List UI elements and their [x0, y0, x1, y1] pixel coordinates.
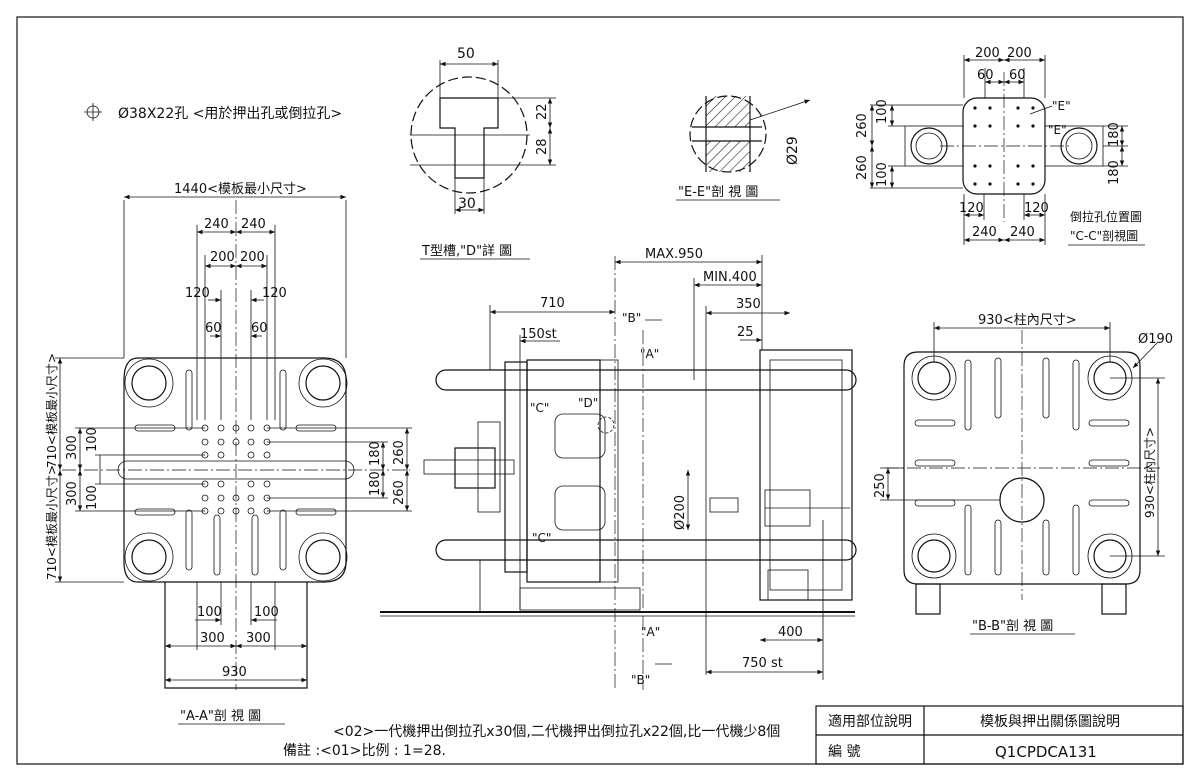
- legend-text: Ø38X22孔 <用於押出孔或倒拉孔>: [118, 106, 342, 122]
- side-label-d: "D": [578, 396, 598, 410]
- aa-dim-180b: 180: [368, 471, 383, 496]
- ee-dim-29: Ø29: [785, 136, 801, 165]
- aa-section: 1440<模板最小尺寸> 240 240 200 200 120 120 60 …: [45, 182, 412, 725]
- side-dim-710: 710: [540, 296, 565, 311]
- side-label-c-bot: "C": [532, 531, 551, 545]
- bb-dim-d190: Ø190: [1138, 332, 1173, 347]
- tslot-dim-22: 22: [535, 103, 550, 120]
- bb-dim-250: 250: [873, 473, 888, 498]
- aa-dim-930: 930: [222, 665, 247, 680]
- cc-dim-180a: 180: [1107, 122, 1122, 147]
- aa-dim-100a: 100: [85, 427, 100, 452]
- cc-dim-120b: 120: [1024, 201, 1049, 216]
- legend: Ø38X22孔 <用於押出孔或倒拉孔>: [84, 103, 342, 122]
- aa-dim-b100b: 100: [254, 605, 279, 620]
- cc-dim-100b: 100: [875, 162, 890, 187]
- bb-section: 930<柱內尺寸> Ø190 930<柱內尺寸> 250 "B-B"剖 視 圖: [873, 313, 1173, 635]
- title-value-scope: 模板與押出關係圖說明: [980, 713, 1120, 730]
- tslot-dim-50: 50: [457, 46, 475, 62]
- ee-caption: "E-E"剖 視 圖: [678, 185, 758, 200]
- title-label-number: 編 號: [828, 744, 860, 760]
- cc-dim-240a: 240: [972, 225, 997, 240]
- ee-section: Ø29 "E-E"剖 視 圖: [676, 95, 811, 201]
- aa-dim-60a: 60: [205, 321, 222, 336]
- bb-dim-top-930: 930<柱內尺寸>: [978, 313, 1077, 328]
- cc-label-e1: "E": [1052, 99, 1071, 113]
- side-label-b-top: "B": [622, 311, 641, 325]
- title-block: 適用部位說明 模板與押出關係圖說明 編 號 Q1CPDCA131: [815, 705, 1184, 765]
- side-label-a-bot: "A": [641, 625, 660, 639]
- bb-dim-right-930: 930<柱內尺寸>: [1142, 427, 1157, 518]
- aa-dim-240b: 240: [241, 217, 266, 232]
- note-line-1: <02>一代機押出倒拉孔x30個,二代機押出倒拉孔x22個,比一代機少8個: [333, 724, 780, 740]
- side-dim-25: 25: [737, 325, 754, 340]
- aa-dim-260a: 260: [392, 440, 407, 465]
- cc-caption-1: 倒拉孔位置圖: [1070, 209, 1142, 224]
- cc-label-e2: "E": [1048, 123, 1067, 137]
- aa-dim-100b: 100: [85, 485, 100, 510]
- cc-dim-60a: 60: [977, 68, 994, 83]
- aa-dim-180a: 180: [368, 441, 383, 466]
- cc-dim-240b: 240: [1010, 225, 1035, 240]
- cc-section: 200 200 60 60 260 100 260 100 180 180 "E…: [855, 46, 1145, 246]
- aa-dim-1440: 1440<模板最小尺寸>: [174, 182, 307, 197]
- aa-dim-710b: 710<模板最小尺寸>: [45, 465, 59, 580]
- cc-dim-260a: 260: [855, 113, 870, 138]
- t-slot-detail: 50 30 22 28 T型槽,"D"詳 圖: [410, 46, 556, 260]
- side-dim-400: 400: [778, 625, 803, 640]
- cc-dim-120a: 120: [959, 201, 984, 216]
- aa-dim-b300b: 300: [246, 631, 271, 646]
- aa-caption: "A-A"剖 視 圖: [180, 709, 261, 724]
- tslot-dim-28: 28: [535, 138, 550, 155]
- bb-caption: "B-B"剖 視 圖: [972, 619, 1053, 634]
- aa-dim-200b: 200: [240, 250, 265, 265]
- cc-dim-60b: 60: [1009, 68, 1026, 83]
- aa-dim-260b: 260: [392, 480, 407, 505]
- sheet-border: [16, 16, 1184, 765]
- aa-dim-710a: 710<模板最小尺寸>: [45, 353, 59, 468]
- side-dim-350: 350: [736, 297, 761, 312]
- tslot-caption: T型槽,"D"詳 圖: [421, 243, 512, 259]
- aa-dim-60b: 60: [251, 321, 268, 336]
- note-line-2: 備註 :<01>比例 : 1=28.: [283, 743, 446, 759]
- side-label-c-top: "C": [530, 401, 549, 415]
- side-dim-d200: Ø200: [673, 495, 688, 530]
- cc-caption-2: "C-C"剖視圖: [1070, 228, 1138, 243]
- side-dim-150st: 150st: [520, 327, 557, 342]
- aa-dim-300a: 300: [65, 435, 80, 460]
- cc-dim-260b: 260: [855, 155, 870, 180]
- cc-dim-200b: 200: [1007, 46, 1032, 61]
- title-label-scope: 適用部位說明: [828, 713, 912, 730]
- side-label-b-bot: "B": [631, 673, 650, 687]
- tslot-dim-30: 30: [458, 196, 476, 212]
- aa-dim-200a: 200: [210, 250, 235, 265]
- side-dim-max950: MAX.950: [645, 247, 703, 262]
- aa-dim-b100a: 100: [197, 605, 222, 620]
- cc-dim-100a: 100: [875, 99, 890, 124]
- title-value-number: Q1CPDCA131: [995, 743, 1097, 761]
- side-label-a-top: "A": [640, 347, 659, 361]
- aa-dim-120b: 120: [262, 286, 287, 301]
- cc-dim-180b: 180: [1107, 160, 1122, 185]
- aa-dim-240a: 240: [204, 217, 229, 232]
- aa-dim-300b: 300: [65, 481, 80, 506]
- aa-dim-120a: 120: [185, 286, 210, 301]
- side-dim-min400: MIN.400: [703, 270, 757, 285]
- side-view: MAX.950 MIN.400 710 150st 350 25 400 750…: [380, 247, 857, 690]
- aa-dim-b300a: 300: [200, 631, 225, 646]
- cc-dim-200a: 200: [975, 46, 1000, 61]
- side-dim-750st: 750 st: [742, 656, 783, 671]
